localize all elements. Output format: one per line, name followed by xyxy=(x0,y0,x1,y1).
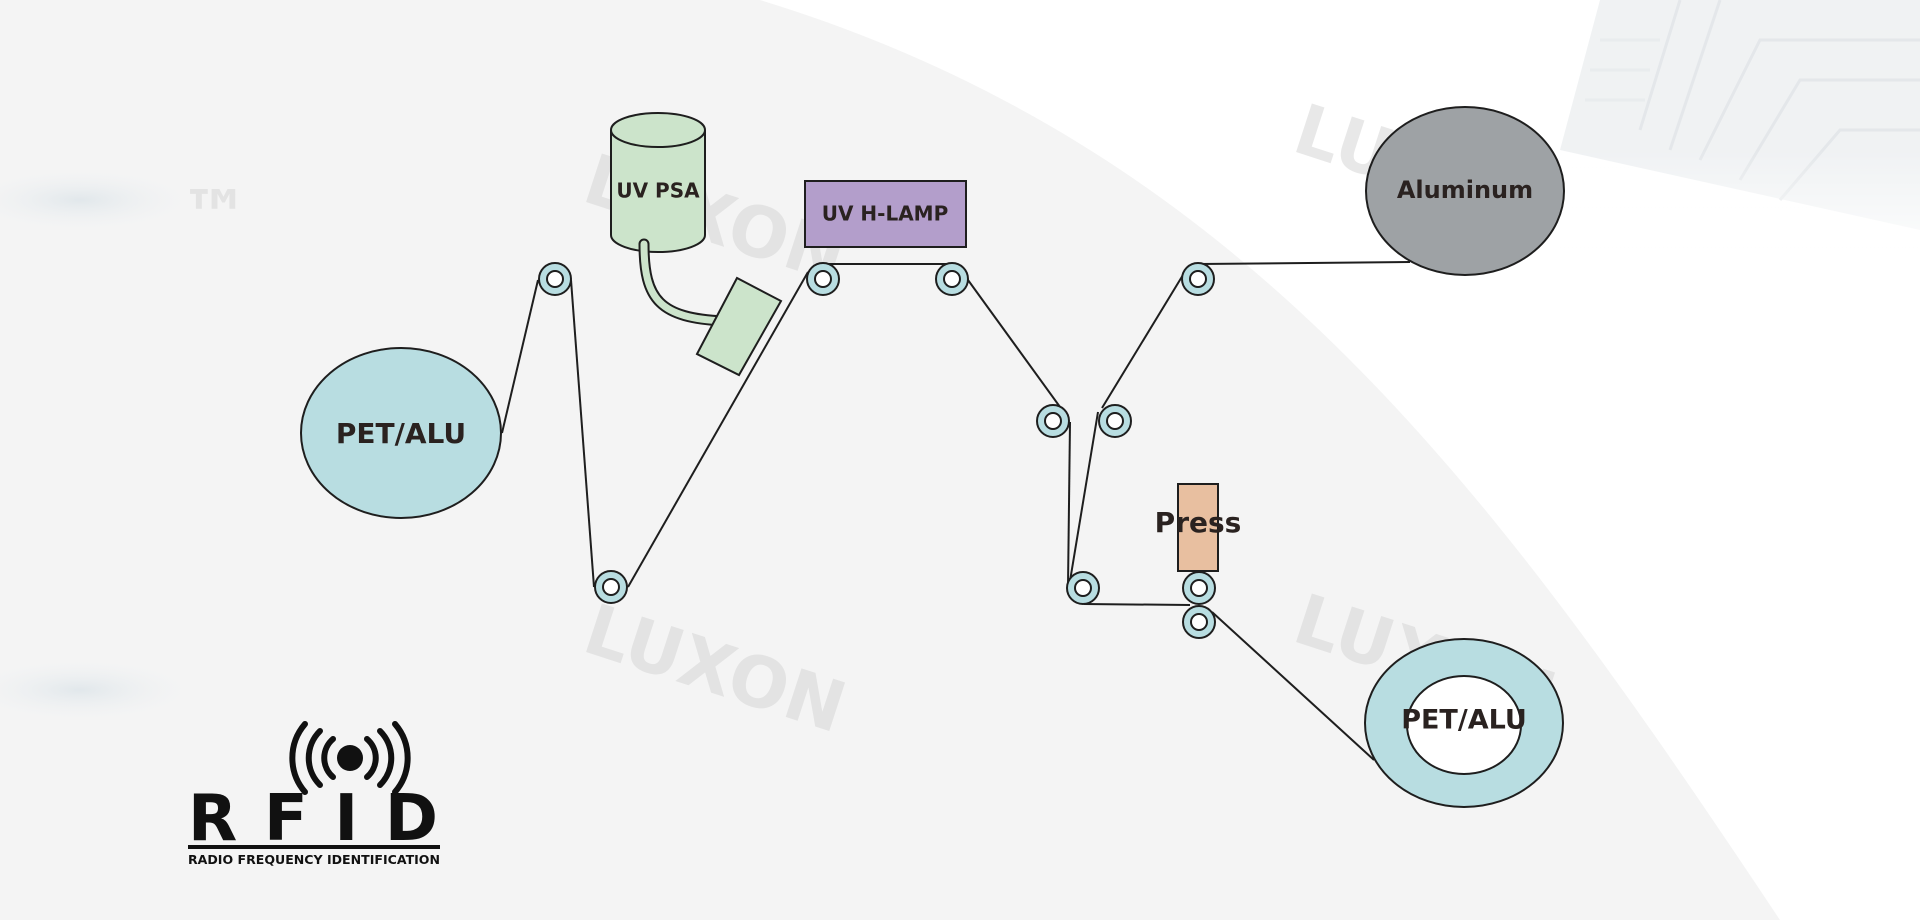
aluminum-roll-label: Aluminum xyxy=(1397,176,1533,204)
guide-roller xyxy=(1066,571,1100,605)
adhesive-tank: UV PSA xyxy=(610,112,706,253)
rfid-logo-letters: RFID xyxy=(188,782,438,856)
svg-text:LUXON: LUXON xyxy=(575,588,856,749)
web-line xyxy=(1083,603,1191,606)
guide-roller xyxy=(806,262,840,296)
background-glow xyxy=(0,170,190,230)
guide-roller xyxy=(594,570,628,604)
adhesive-tank-label: UV PSA xyxy=(616,179,700,203)
press-roller-upper xyxy=(1182,571,1216,605)
rewind-roll-label: PET/ALU xyxy=(1401,705,1527,736)
web-line xyxy=(1101,269,1187,409)
web-line xyxy=(1068,411,1099,588)
web-line xyxy=(501,279,539,434)
guide-roller xyxy=(1098,404,1132,438)
press: Press xyxy=(1155,483,1242,572)
rfid-logo-subtitle: RADIO FREQUENCY IDENTIFICATION xyxy=(188,852,440,867)
guide-rollers xyxy=(538,262,1216,639)
press-roller-lower xyxy=(1182,605,1216,639)
web-line xyxy=(1199,261,1411,265)
logo-rule xyxy=(188,845,440,849)
guide-roller xyxy=(538,262,572,296)
aluminum-roll: Aluminum xyxy=(1365,106,1565,276)
guide-roller xyxy=(1181,262,1215,296)
web-line xyxy=(967,279,1069,419)
svg-text:™: ™ xyxy=(180,175,250,257)
unwind-roll-label: PET/ALU xyxy=(336,417,466,450)
web-line xyxy=(1211,611,1375,761)
unwind-roll: PET/ALU xyxy=(300,347,502,519)
web-line xyxy=(570,279,595,588)
rewind-roll: PET/ALU xyxy=(1364,638,1564,808)
coating-head xyxy=(695,276,783,377)
uv-lamp-label: UV H-LAMP xyxy=(822,202,949,226)
uv-lamp: UV H-LAMP xyxy=(804,180,967,248)
rfid-logo: RFID RADIO FREQUENCY IDENTIFICATION xyxy=(188,721,440,867)
press-label: Press xyxy=(1155,506,1242,539)
web-line xyxy=(1067,421,1071,587)
radio-waves-icon xyxy=(289,721,411,795)
web-path xyxy=(501,261,1411,761)
guide-roller xyxy=(1036,404,1070,438)
background-glow xyxy=(0,660,190,720)
adhesive-hose xyxy=(638,238,730,327)
guide-roller xyxy=(935,262,969,296)
circuit-board-graphic xyxy=(1560,0,1920,270)
web-line xyxy=(627,271,809,588)
